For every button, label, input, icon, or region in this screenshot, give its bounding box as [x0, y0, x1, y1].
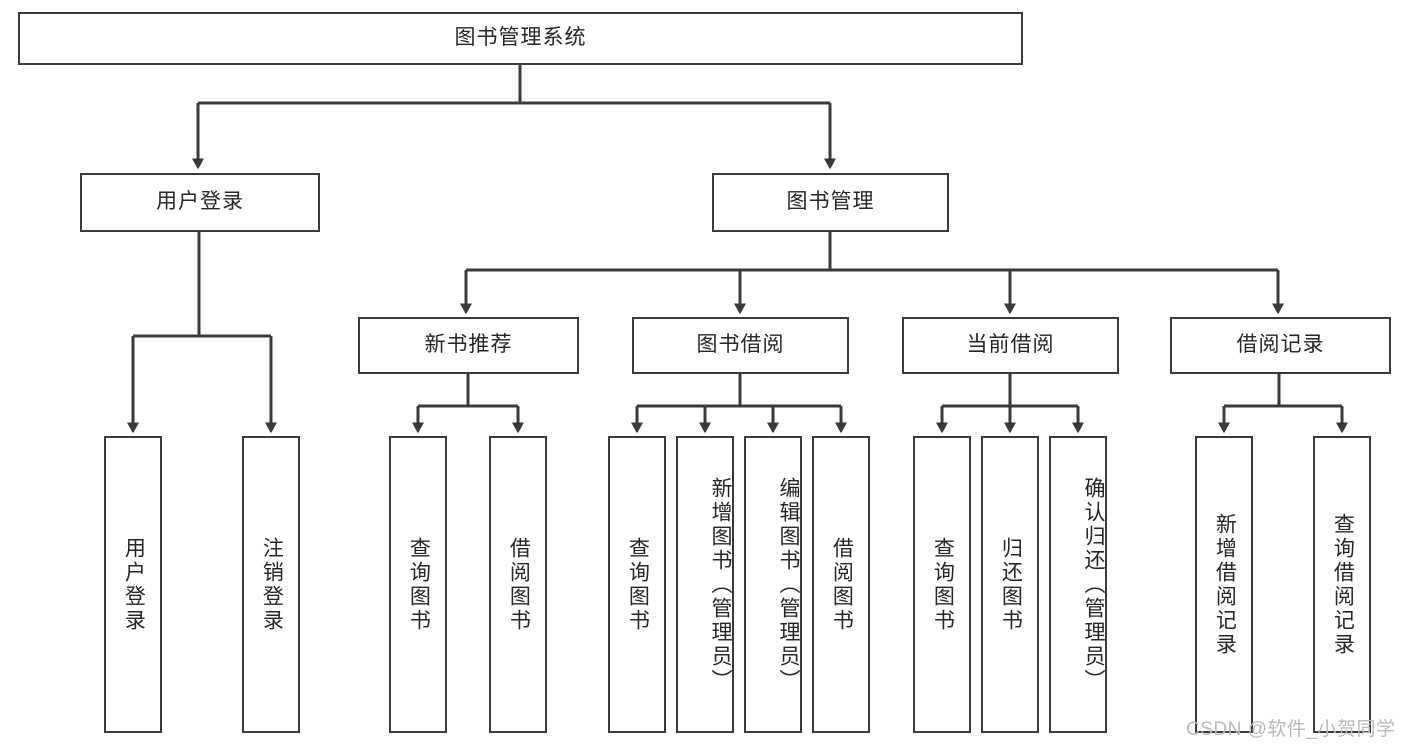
leaf-add-record[interactable]: 新增借阅记录 — [1195, 436, 1253, 733]
node-current-borrow[interactable]: 当前借阅 — [902, 317, 1119, 374]
leaf-return-book-label: 归还图书 — [999, 536, 1023, 633]
leaf-edit-book-label: 编辑图书（管理员） — [777, 476, 800, 693]
leaf-user-login[interactable]: 用户登录 — [104, 436, 162, 733]
node-new-book-recommend-label: 新书推荐 — [424, 333, 513, 357]
leaf-edit-book[interactable]: 编辑图书（管理员） — [744, 436, 802, 733]
leaf-query-book-2-label: 查询图书 — [626, 536, 650, 633]
node-current-borrow-label: 当前借阅 — [966, 333, 1055, 357]
node-user-login[interactable]: 用户登录 — [80, 173, 320, 232]
node-new-book-recommend[interactable]: 新书推荐 — [358, 317, 579, 374]
node-borrow-record-label: 借阅记录 — [1236, 333, 1325, 357]
node-book-borrow-label: 图书借阅 — [696, 333, 785, 357]
leaf-query-record[interactable]: 查询借阅记录 — [1313, 436, 1371, 733]
leaf-borrow-book-1[interactable]: 借阅图书 — [489, 436, 547, 733]
leaf-query-book-3-label: 查询图书 — [931, 536, 955, 633]
node-book-management[interactable]: 图书管理 — [712, 173, 949, 232]
leaf-return-book[interactable]: 归还图书 — [981, 436, 1039, 733]
leaf-query-book-1-label: 查询图书 — [407, 536, 431, 633]
leaf-query-book-3[interactable]: 查询图书 — [913, 436, 971, 733]
leaf-add-book[interactable]: 新增图书（管理员） — [676, 436, 734, 733]
node-user-login-label: 用户登录 — [156, 190, 244, 214]
leaf-add-book-label: 新增图书（管理员） — [709, 476, 732, 693]
node-root-label: 图书管理系统 — [454, 26, 587, 50]
leaf-user-logout-label: 注销登录 — [260, 536, 284, 633]
leaf-query-record-label: 查询借阅记录 — [1331, 512, 1355, 657]
leaf-user-login-label: 用户登录 — [122, 536, 146, 633]
watermark: CSDN @软件_小贺同学 — [1186, 719, 1396, 740]
leaf-query-book-1[interactable]: 查询图书 — [389, 436, 447, 733]
leaf-user-logout[interactable]: 注销登录 — [242, 436, 300, 733]
node-book-borrow[interactable]: 图书借阅 — [632, 317, 849, 374]
leaf-confirm-return[interactable]: 确认归还（管理员） — [1049, 436, 1107, 733]
node-root[interactable]: 图书管理系统 — [18, 12, 1023, 65]
leaf-borrow-book-2-label: 借阅图书 — [830, 536, 854, 633]
node-book-management-label: 图书管理 — [786, 190, 875, 214]
leaf-add-record-label: 新增借阅记录 — [1213, 512, 1237, 657]
node-borrow-record[interactable]: 借阅记录 — [1170, 317, 1391, 374]
leaf-borrow-book-2[interactable]: 借阅图书 — [812, 436, 870, 733]
leaf-query-book-2[interactable]: 查询图书 — [608, 436, 666, 733]
leaf-confirm-return-label: 确认归还（管理员） — [1082, 476, 1105, 693]
leaf-borrow-book-1-label: 借阅图书 — [507, 536, 531, 633]
